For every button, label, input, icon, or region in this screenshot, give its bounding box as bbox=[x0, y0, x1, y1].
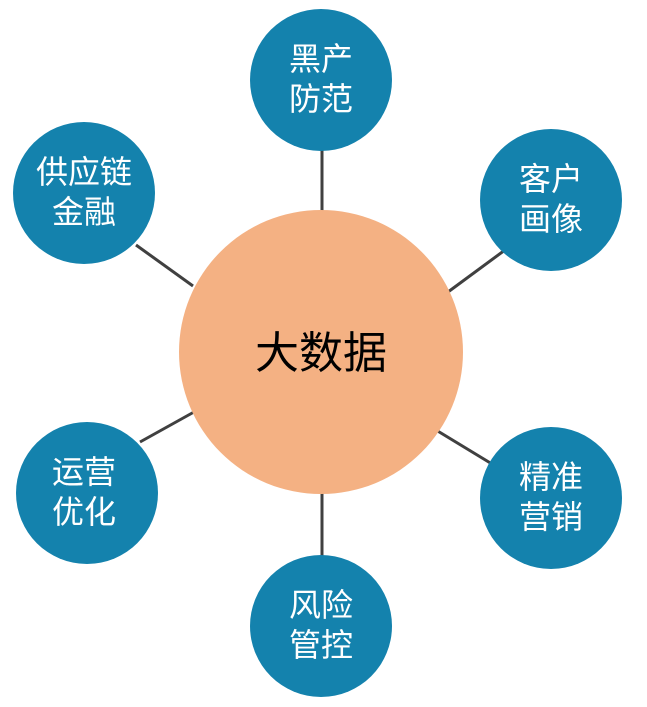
center-circle bbox=[179, 210, 463, 494]
node-bottom-right: 精准 营销 bbox=[480, 427, 622, 569]
node-top-circle bbox=[250, 9, 392, 151]
node-bottom-left: 运营 优化 bbox=[16, 422, 158, 564]
node-top-left-line1: 供应链 bbox=[36, 153, 132, 191]
node-bottom-line1: 风险 bbox=[289, 586, 353, 624]
node-top-right-line1: 客户 bbox=[519, 160, 583, 198]
center-label: 大数据 bbox=[255, 328, 387, 379]
node-top-right: 客户 画像 bbox=[480, 129, 622, 271]
node-bottom-right-line2: 营销 bbox=[519, 498, 583, 536]
node-bottom-left-circle bbox=[16, 422, 158, 564]
node-bottom-left-line1: 运营 bbox=[52, 453, 116, 491]
connector-top-right bbox=[447, 248, 506, 294]
connector-bottom-left bbox=[139, 410, 195, 444]
node-bottom: 风险 管控 bbox=[250, 555, 392, 697]
node-top-line1: 黑产 bbox=[289, 40, 353, 78]
node-bottom-circle bbox=[250, 555, 392, 697]
node-top-left-circle bbox=[13, 122, 155, 264]
connector-bottom-right bbox=[435, 428, 493, 466]
node-top-right-circle bbox=[480, 129, 622, 271]
node-top: 黑产 防范 bbox=[250, 9, 392, 151]
connectors bbox=[135, 148, 506, 560]
node-top-left-line2: 金融 bbox=[52, 193, 116, 231]
node-top-left: 供应链 金融 bbox=[13, 122, 155, 264]
node-bottom-line2: 管控 bbox=[289, 626, 353, 664]
node-bottom-right-line1: 精准 bbox=[519, 458, 583, 496]
connector-top-left bbox=[135, 243, 194, 288]
center-node: 大数据 bbox=[179, 210, 463, 494]
node-bottom-right-circle bbox=[480, 427, 622, 569]
node-top-line2: 防范 bbox=[289, 80, 353, 118]
node-bottom-left-line2: 优化 bbox=[52, 493, 116, 531]
node-top-right-line2: 画像 bbox=[519, 200, 583, 238]
